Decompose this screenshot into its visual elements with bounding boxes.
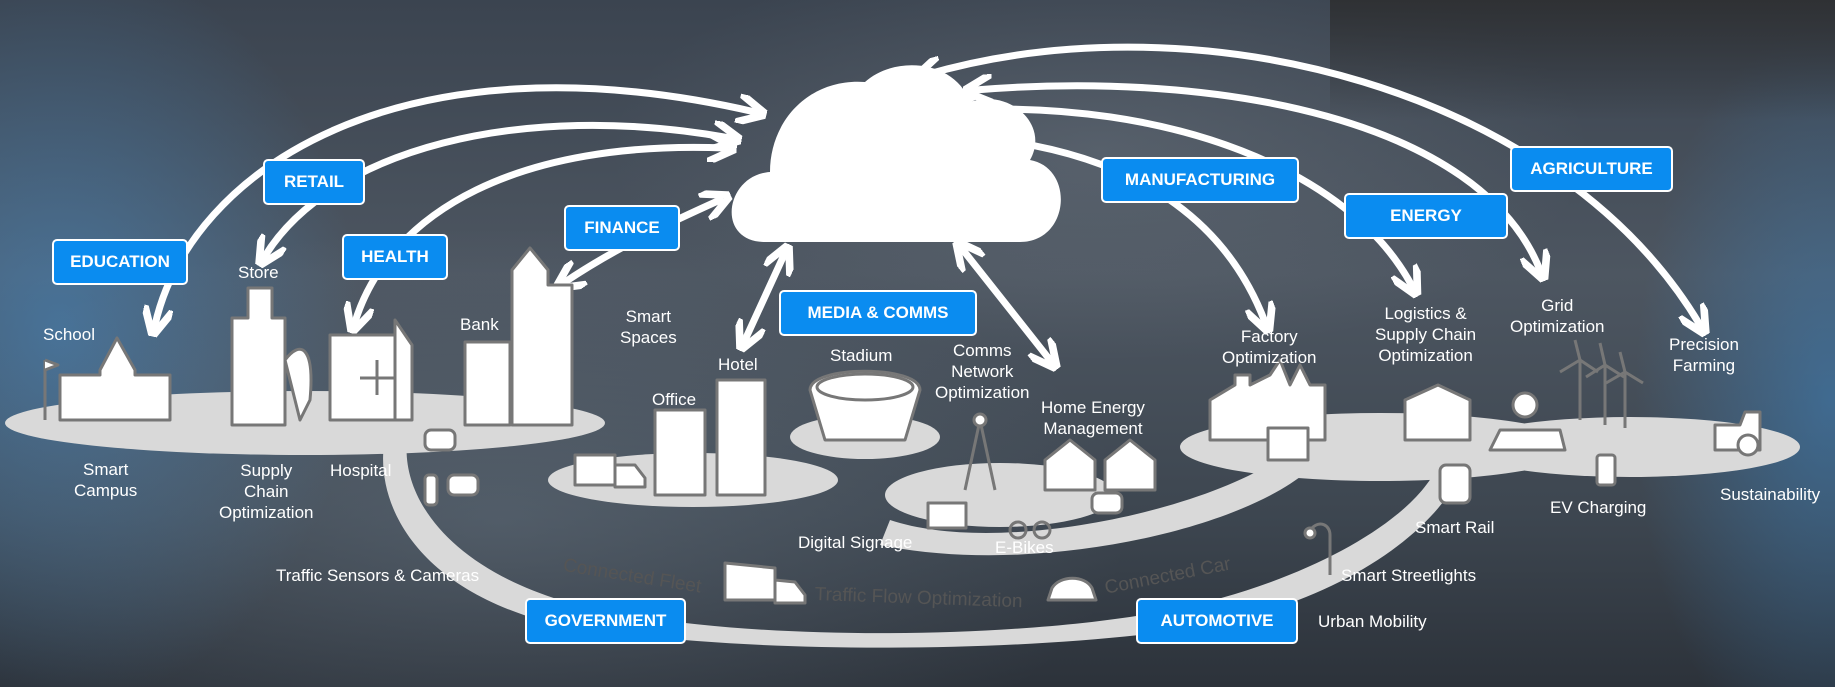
- store-sign: [283, 347, 313, 422]
- label-smart-rail: Smart Rail: [1415, 518, 1495, 537]
- streetlight-icon: [1310, 522, 1332, 575]
- tag-health[interactable]: HEALTH: [342, 234, 448, 280]
- inner-road: [880, 440, 1330, 556]
- label-urban-mobility: Urban Mobility: [1318, 612, 1427, 631]
- tag-manufacturing[interactable]: MANUFACTURING: [1101, 157, 1299, 203]
- house-icon: [1043, 438, 1097, 492]
- wind-turbines: [1559, 339, 1644, 428]
- signage-icon: [926, 501, 968, 530]
- school-building: [58, 336, 172, 422]
- cloud-shape: [731, 65, 1061, 242]
- car-icon-2: [446, 473, 480, 497]
- label-office: Office: [652, 390, 697, 409]
- car-icon-3: [1090, 491, 1124, 515]
- label-grid: Grid Optimization: [1510, 296, 1605, 336]
- tower-building: [510, 246, 574, 427]
- buildings: [43, 246, 1762, 605]
- label-store: Store: [238, 263, 279, 282]
- label-logistics: Logistics & Supply Chain Optimization: [1375, 304, 1477, 365]
- arrow-media: [745, 255, 784, 340]
- store-building: [230, 286, 287, 427]
- label-comms-network: Comms Network Optimization: [935, 341, 1030, 402]
- traffic-light-icon: [423, 473, 439, 507]
- label-smart-streetlights: Smart Streetlights: [1341, 566, 1477, 585]
- hotel-building: [715, 378, 767, 497]
- tag-agriculture[interactable]: AGRICULTURE: [1510, 146, 1673, 192]
- label-ebikes: E-Bikes: [995, 538, 1054, 557]
- label-bank: Bank: [460, 315, 499, 334]
- tag-automotive[interactable]: AUTOMOTIVE: [1136, 598, 1298, 644]
- tag-government[interactable]: GOVERNMENT: [525, 598, 686, 644]
- label-traffic-sensors: Traffic Sensors & Cameras: [276, 566, 480, 585]
- label-school: School: [43, 325, 95, 344]
- car-icon: [423, 428, 457, 452]
- tag-finance[interactable]: FINANCE: [564, 205, 680, 251]
- label-factory: Factory Optimization: [1222, 327, 1317, 367]
- bike-icon: [1008, 520, 1028, 540]
- tag-energy[interactable]: ENERGY: [1344, 193, 1508, 239]
- office-building: [653, 408, 707, 497]
- label-precision-farming: Precision Farming: [1669, 335, 1739, 375]
- arrow-agriculture: [925, 43, 1700, 325]
- bank-building: [463, 340, 512, 427]
- solar-panel-icon: [1488, 428, 1567, 452]
- label-home-energy: Home Energy Management: [1041, 398, 1145, 438]
- label-digital-signage: Digital Signage: [798, 533, 913, 552]
- label-ev-charging: EV Charging: [1550, 498, 1647, 517]
- road-car-icon: [1046, 576, 1098, 602]
- label-smart-spaces: Smart Spaces: [620, 307, 677, 347]
- ev-charger-icon: [1595, 453, 1617, 487]
- fleet-truck-icon: [723, 561, 807, 605]
- tag-media-comms[interactable]: MEDIA & COMMS: [779, 290, 977, 336]
- label-smart-campus: Smart Campus: [74, 460, 138, 500]
- label-stadium: Stadium: [830, 346, 893, 365]
- tag-education[interactable]: EDUCATION: [52, 239, 188, 285]
- house-icon-2: [1103, 438, 1157, 492]
- label-sustainability: Sustainability: [1720, 485, 1821, 504]
- label-hospital: Hospital: [330, 461, 392, 480]
- train-icon: [1438, 463, 1472, 505]
- truck-icon: [573, 453, 617, 487]
- tag-retail[interactable]: RETAIL: [263, 159, 365, 205]
- warehouse-icon: [1403, 383, 1472, 442]
- label-hotel: Hotel: [718, 355, 758, 374]
- label-supply-chain: Supply Chain Optimization: [219, 461, 314, 522]
- factory-icon: [1208, 358, 1327, 442]
